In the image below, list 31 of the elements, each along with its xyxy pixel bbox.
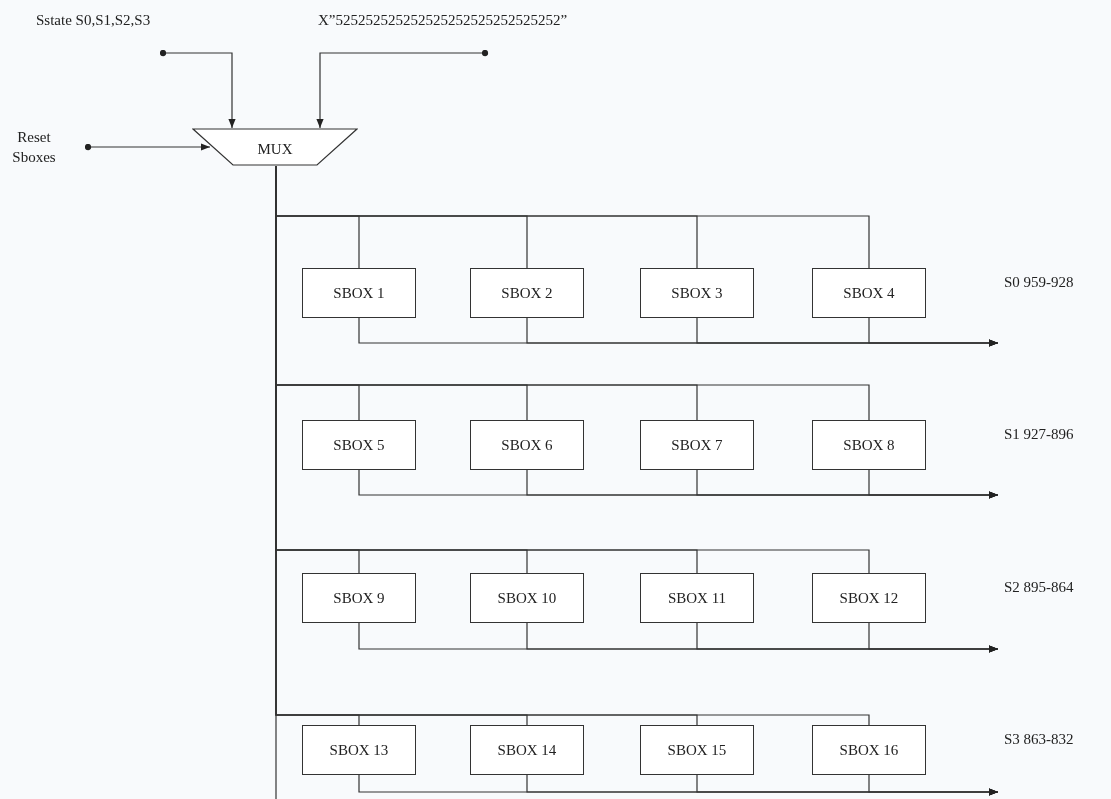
signal-label: S2 895-864 <box>1004 579 1074 595</box>
sbox-block: SBOX 10 <box>470 573 584 623</box>
sbox-block: SBOX 3 <box>640 268 754 318</box>
connector-line <box>84 143 211 151</box>
signal-label: Reset Sboxes <box>11 128 57 167</box>
signal-label: X”525252525252525252525252525252” <box>318 12 568 28</box>
multiplexer-trapezoid: MUX <box>192 128 358 166</box>
connector-line <box>868 622 999 653</box>
connector-line <box>868 774 999 796</box>
signal-label: S0 959-928 <box>1004 274 1074 290</box>
connector-line <box>316 49 489 129</box>
signal-label: S1 927-896 <box>1004 426 1074 442</box>
sbox-block: SBOX 15 <box>640 725 754 775</box>
sbox-block: SBOX 12 <box>812 573 926 623</box>
sbox-block: SBOX 1 <box>302 268 416 318</box>
signal-label: S3 863-832 <box>1004 731 1074 747</box>
sbox-block: SBOX 13 <box>302 725 416 775</box>
sbox-block: SBOX 16 <box>812 725 926 775</box>
sbox-block: SBOX 7 <box>640 420 754 470</box>
connector-line <box>868 469 999 499</box>
connector-line <box>868 317 999 347</box>
sbox-block: SBOX 11 <box>640 573 754 623</box>
sbox-block: SBOX 8 <box>812 420 926 470</box>
sbox-block: SBOX 6 <box>470 420 584 470</box>
sbox-block: SBOX 9 <box>302 573 416 623</box>
sbox-block: SBOX 2 <box>470 268 584 318</box>
sbox-block: SBOX 4 <box>812 268 926 318</box>
signal-label: Sstate S0,S1,S2,S3 <box>36 12 151 28</box>
sbox-block: SBOX 5 <box>302 420 416 470</box>
connector-line <box>159 49 236 129</box>
sbox-block: SBOX 14 <box>470 725 584 775</box>
